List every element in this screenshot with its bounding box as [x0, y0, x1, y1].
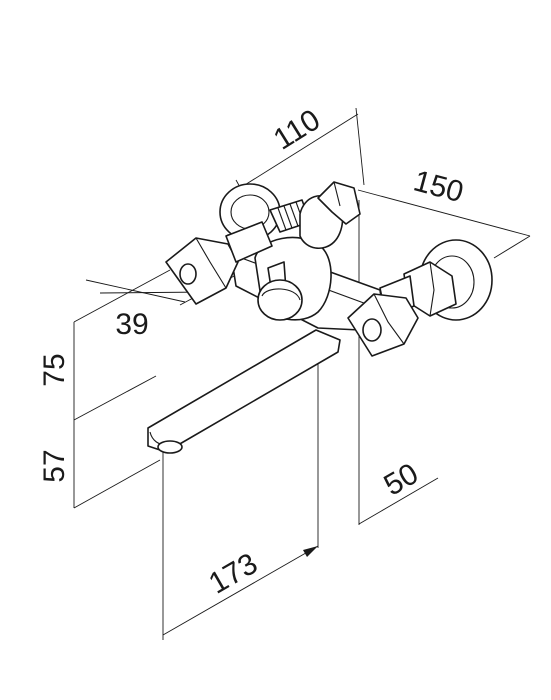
dim-110: 110	[268, 103, 326, 156]
dimension-lines	[73, 107, 531, 640]
diverter-knob	[257, 279, 303, 321]
dim-57: 57	[38, 449, 71, 482]
dim-173: 173	[203, 547, 263, 601]
dim-150: 150	[410, 164, 467, 209]
spout	[147, 329, 341, 451]
left-handle-cap	[179, 263, 197, 285]
dimension-labels: 110 150 39 75 57 50 173	[38, 103, 467, 600]
dim-75: 75	[38, 353, 71, 386]
spout-outlet	[157, 440, 183, 454]
right-handle-cap	[362, 318, 382, 342]
dim-39: 39	[115, 308, 148, 341]
faucet	[147, 181, 493, 454]
dim-50: 50	[379, 457, 424, 502]
